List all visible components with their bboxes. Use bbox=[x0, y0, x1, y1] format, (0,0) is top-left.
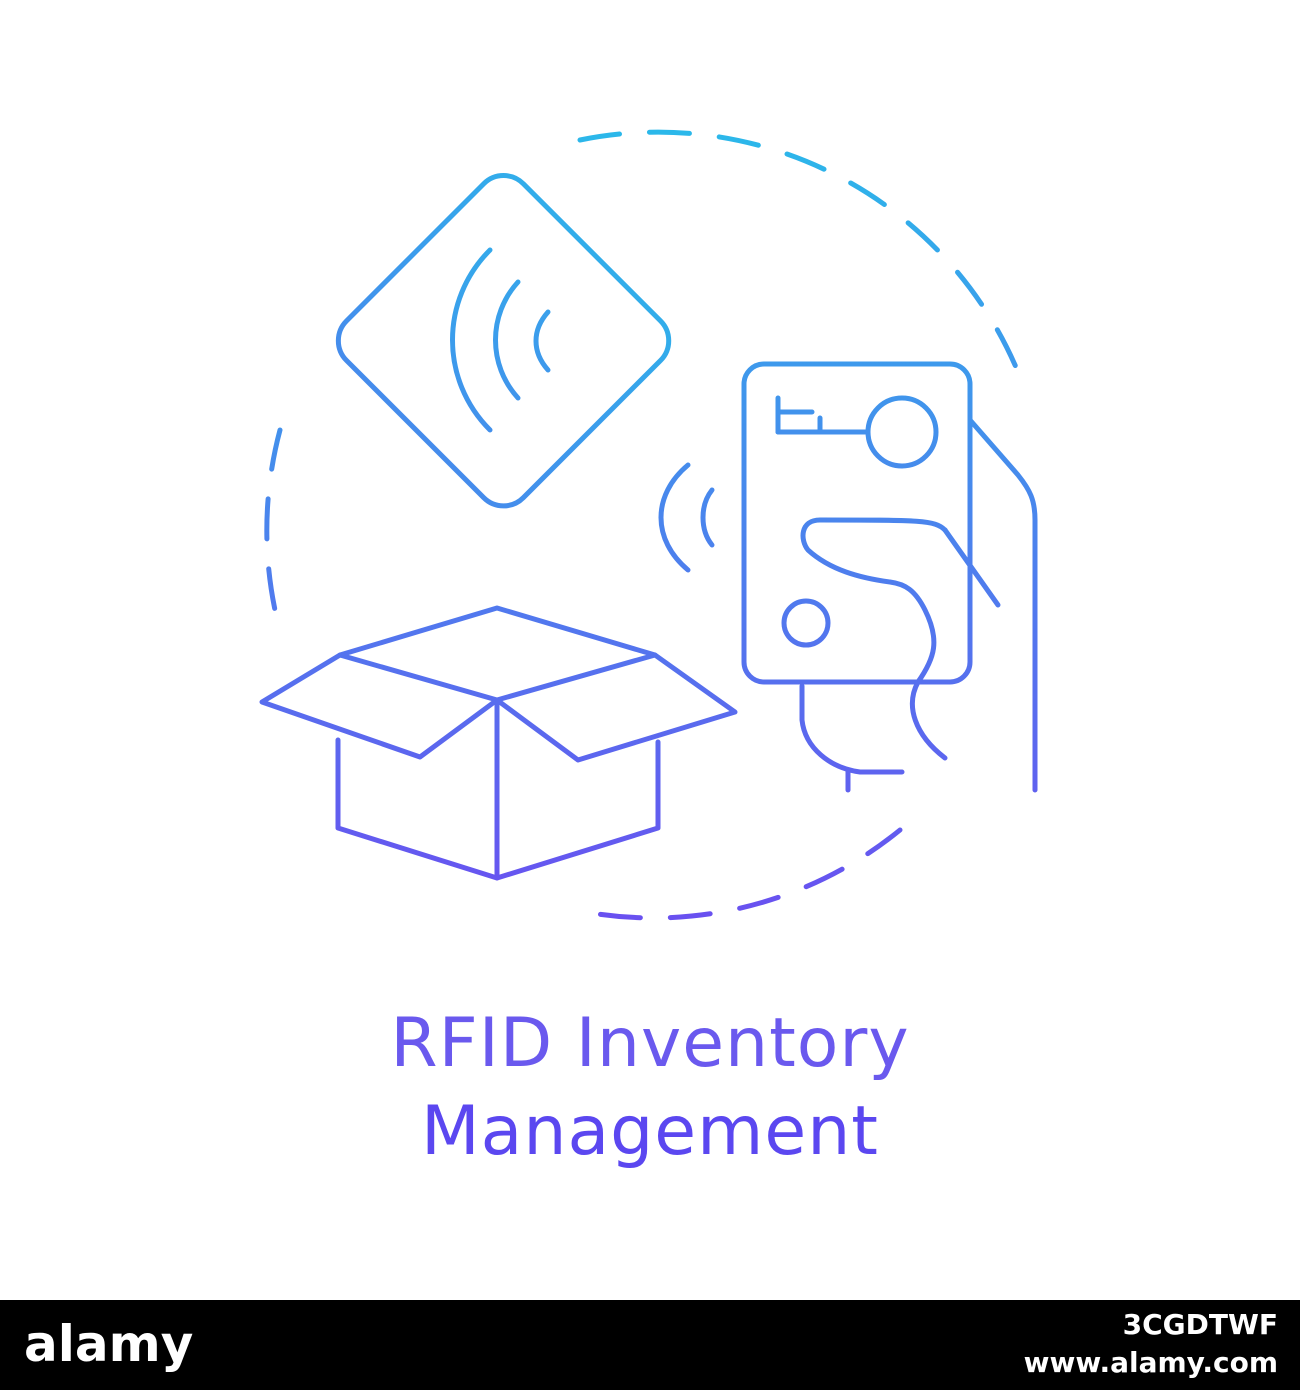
caption: RFID Inventory Management bbox=[0, 1000, 1300, 1176]
rfid-inventory-illustration bbox=[259, 129, 1038, 921]
hand-icon bbox=[799, 417, 1038, 793]
footer-meta: 3CGDTWF www.alamy.com bbox=[1024, 1306, 1278, 1382]
image-id: 3CGDTWF bbox=[1122, 1308, 1278, 1341]
caption-line-1: RFID Inventory bbox=[390, 1004, 910, 1083]
footer-bar: alamy 3CGDTWF www.alamy.com bbox=[0, 1300, 1300, 1390]
rfid-tag-icon bbox=[335, 173, 672, 509]
rfid-scanner-icon bbox=[741, 361, 973, 685]
dashed-ring bbox=[264, 129, 1028, 921]
site-url[interactable]: www.alamy.com bbox=[1023, 1346, 1278, 1379]
signal-waves-icon bbox=[658, 462, 715, 573]
alamy-logo[interactable]: alamy bbox=[24, 1315, 194, 1373]
caption-line-2: Management bbox=[421, 1092, 879, 1171]
canvas: RFID Inventory Management bbox=[0, 129, 1300, 1176]
open-box-icon bbox=[259, 605, 738, 881]
